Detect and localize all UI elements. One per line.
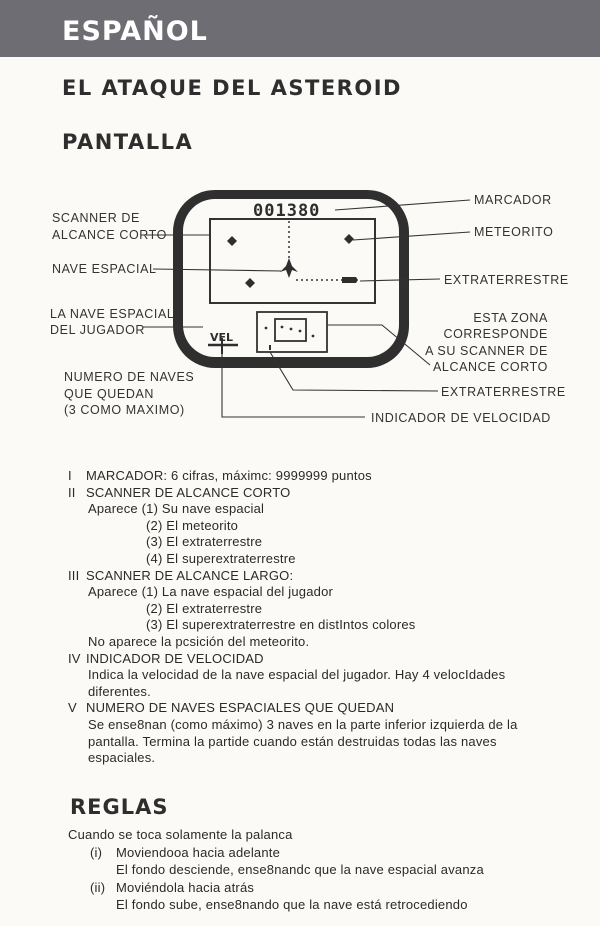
label-zona-2: CORRESPONDE bbox=[443, 327, 548, 341]
vel-indicator: VEL bbox=[210, 331, 233, 344]
label-marcador: MARCADOR bbox=[474, 193, 552, 207]
list-subitem: (3) El superextraterrestre en distIntos … bbox=[146, 617, 416, 633]
meteor-icon bbox=[245, 278, 255, 288]
label-nave-espacial: NAVE ESPACIAL bbox=[52, 262, 157, 276]
list-subitem: Aparece (1) Su nave espacial bbox=[88, 501, 265, 517]
header-bar: ESPAÑOL bbox=[0, 0, 600, 57]
list-subitem: Aparece (1) La nave espacial del jugador bbox=[88, 584, 334, 600]
list-description: Indica la velocidad de la nave espacial … bbox=[88, 667, 506, 699]
reglas-title: REGLAS bbox=[70, 795, 169, 819]
list-subitem: (2) El meteorito bbox=[146, 517, 239, 533]
meteor-icon bbox=[344, 234, 354, 244]
label-nave-jugador-2: DEL JUGADOR bbox=[50, 323, 145, 337]
alien-icon bbox=[342, 277, 358, 283]
list-description: El fondo sube, ense8nando que la nave es… bbox=[116, 897, 468, 912]
score-display: 001380 bbox=[253, 201, 320, 221]
label-naves-quedan-2: QUE QUEDAN bbox=[64, 387, 154, 401]
list-description: Se ense8nan (como máximo) 3 naves en la … bbox=[88, 716, 518, 766]
list-subitem: (3) El extraterrestre bbox=[146, 534, 263, 550]
section-title: PANTALLA bbox=[62, 130, 194, 154]
spaceship-icon bbox=[280, 258, 298, 278]
short-range-scanner bbox=[209, 218, 376, 304]
label-extraterrestre-1: EXTRATERRESTRE bbox=[444, 273, 569, 287]
label-zona-4: ALCANCE CORTO bbox=[433, 360, 548, 374]
label-scanner-corto-1: SCANNER DE bbox=[52, 211, 140, 225]
meteor-icon bbox=[227, 236, 237, 246]
label-extraterrestre-2: EXTRATERRESTRE bbox=[441, 385, 566, 399]
list-note: No aparece la pcsición del meteorito. bbox=[88, 633, 310, 649]
screen-diagram: 001380 VEL SCANNER DE ALCANCE CORTO NAVE… bbox=[50, 190, 569, 425]
label-zona-1: ESTA ZONA bbox=[473, 311, 548, 325]
label-zona-3: A SU SCANNER DE bbox=[425, 344, 548, 358]
list-description: El fondo desciende, ense8nandc que la na… bbox=[116, 862, 484, 877]
long-range-inner bbox=[274, 318, 307, 342]
label-naves-quedan-1: NUMERO DE NAVES bbox=[64, 370, 194, 384]
label-naves-quedan-3: (3 COMO MAXIMO) bbox=[64, 403, 185, 417]
reglas-intro: Cuando se toca solamente la palanca bbox=[68, 827, 293, 842]
header-title: ESPAÑOL bbox=[62, 16, 208, 47]
label-meteorito: METEORITO bbox=[474, 225, 553, 239]
list-subitem: (4) El superextraterrestre bbox=[146, 550, 296, 566]
label-nave-jugador-1: LA NAVE ESPACIAL bbox=[50, 307, 174, 321]
long-range-scanner bbox=[256, 311, 328, 353]
list-subitem: (2) El extraterrestre bbox=[146, 600, 263, 616]
list-item: (ii)Moviéndola hacia atrás bbox=[90, 879, 255, 895]
list-item: (i)Moviendooa hacia adelante bbox=[90, 844, 281, 860]
label-scanner-corto-2: ALCANCE CORTO bbox=[52, 228, 167, 242]
doc-title: EL ATAQUE DEL ASTEROID bbox=[62, 76, 402, 100]
reglas-list: Cuando se toca solamente la palanca (i)M… bbox=[68, 826, 558, 914]
label-velocidad: INDICADOR DE VELOCIDAD bbox=[371, 411, 551, 425]
